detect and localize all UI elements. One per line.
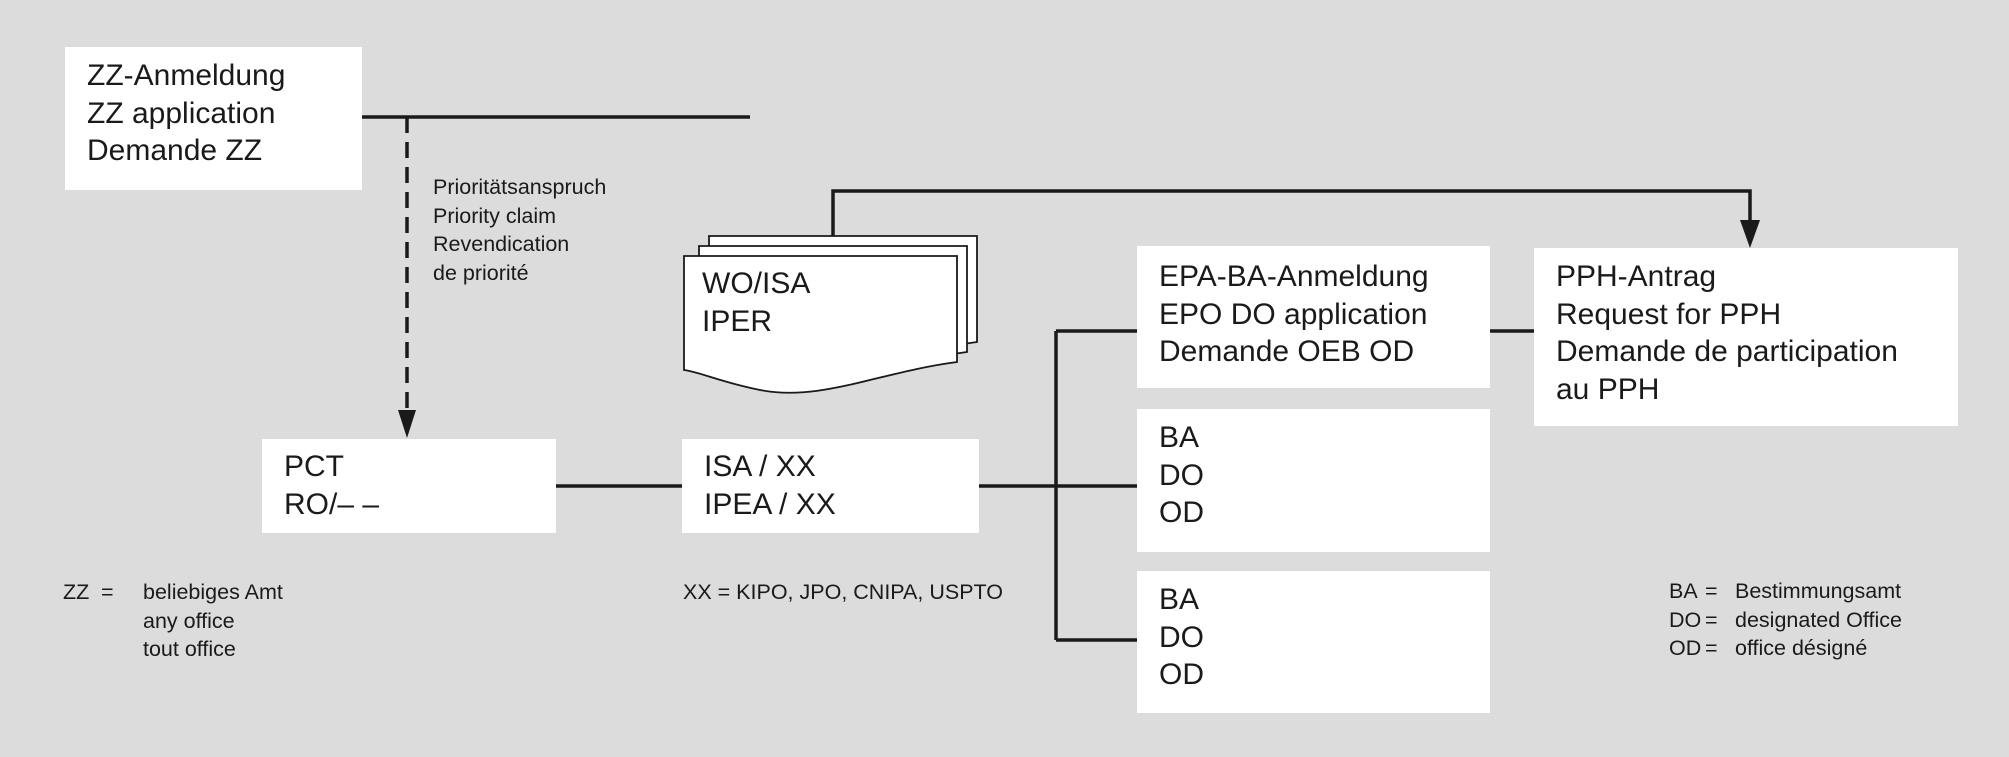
priority-arrowhead <box>398 410 416 438</box>
ba-legend-value: office désigné <box>1735 636 1867 660</box>
pph-request-line: Demande de participation <box>1556 333 1936 371</box>
ba-legend-key: BA <box>1669 577 1705 606</box>
zz-legend-value: beliebiges Amt <box>143 580 283 604</box>
ba-legend-value: Bestimmungsamt <box>1735 579 1901 603</box>
pph-arrowhead <box>1740 220 1760 248</box>
ba-legend-eq: = <box>1705 606 1735 635</box>
isa-ipea-line: ISA / XX <box>704 448 957 486</box>
pph-request-box: PPH-Antrag Request for PPH Demande de pa… <box>1534 248 1958 426</box>
ba-legend-key: OD <box>1669 634 1705 663</box>
priority-claim-line: de priorité <box>433 259 606 288</box>
pct-ro-box: PCT RO/– – <box>262 439 556 533</box>
ba-legend-eq: = <box>1705 634 1735 663</box>
zz-legend-eq: = <box>101 578 143 607</box>
ba-legend-row: OD=office désigné <box>1669 634 1902 663</box>
ba-legend-eq: = <box>1705 577 1735 606</box>
zz-legend: ZZ=beliebiges Amt any office tout office <box>63 578 283 664</box>
pph-request-line: Request for PPH <box>1556 296 1936 334</box>
zz-application-box: ZZ-Anmeldung ZZ application Demande ZZ <box>65 47 362 190</box>
pct-ro-line: PCT <box>284 448 534 486</box>
pct-ro-line: RO/– – <box>284 486 534 524</box>
designated-office-line: OD <box>1159 656 1468 694</box>
priority-claim-label: Prioritätsanspruch Priority claim Revend… <box>433 173 606 287</box>
pph-request-line: PPH-Antrag <box>1556 258 1936 296</box>
epo-do-line: EPO DO application <box>1159 296 1468 334</box>
zz-application-line: ZZ application <box>87 95 340 133</box>
priority-claim-line: Priority claim <box>433 202 606 231</box>
designated-office-line: DO <box>1159 457 1468 495</box>
designated-office-line: BA <box>1159 419 1468 457</box>
ba-legend-row: BA=Bestimmungsamt <box>1669 577 1902 606</box>
zz-legend-key: ZZ <box>63 578 101 607</box>
designated-office-line: BA <box>1159 581 1468 619</box>
designated-office-box-2: BA DO OD <box>1137 571 1490 713</box>
pph-request-line: au PPH <box>1556 371 1936 409</box>
zz-application-line: ZZ-Anmeldung <box>87 57 340 95</box>
epo-do-line: EPA-BA-Anmeldung <box>1159 258 1468 296</box>
xx-offices-note: XX = KIPO, JPO, CNIPA, USPTO <box>683 578 1003 607</box>
isa-ipea-box: ISA / XX IPEA / XX <box>682 439 979 533</box>
priority-claim-line: Prioritätsanspruch <box>433 173 606 202</box>
zz-application-line: Demande ZZ <box>87 132 340 170</box>
zz-legend-value: any office <box>143 609 235 633</box>
designated-office-line: DO <box>1159 619 1468 657</box>
wo-isa-to-pph-line <box>833 191 1750 236</box>
priority-claim-line: Revendication <box>433 230 606 259</box>
designated-office-box-1: BA DO OD <box>1137 409 1490 552</box>
ba-legend-value: designated Office <box>1735 608 1902 632</box>
document-line: IPER <box>702 303 810 341</box>
ba-legend-row: DO=designated Office <box>1669 606 1902 635</box>
epo-do-application-box: EPA-BA-Anmeldung EPO DO application Dema… <box>1137 246 1490 388</box>
isa-ipea-line: IPEA / XX <box>704 486 957 524</box>
ba-legend-key: DO <box>1669 606 1705 635</box>
epo-do-line: Demande OEB OD <box>1159 333 1468 371</box>
designated-office-line: OD <box>1159 494 1468 532</box>
wo-isa-iper-text: WO/ISA IPER <box>702 265 810 340</box>
document-line: WO/ISA <box>702 265 810 303</box>
zz-legend-value: tout office <box>143 637 236 661</box>
ba-legend: BA=Bestimmungsamt DO=designated Office O… <box>1669 577 1902 663</box>
